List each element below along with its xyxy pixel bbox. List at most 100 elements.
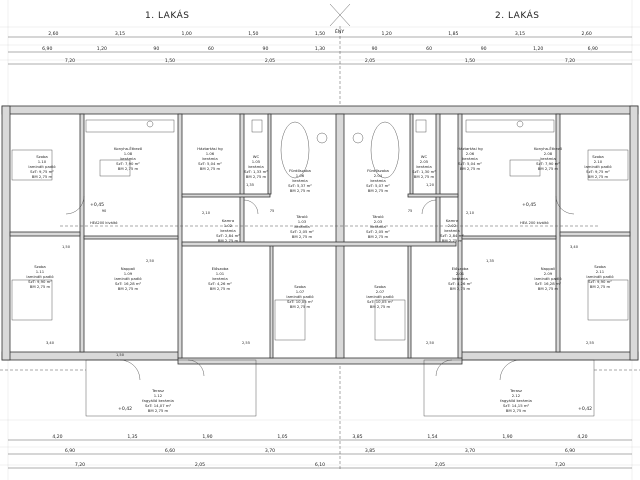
level-label: +0,42	[118, 406, 132, 412]
room-area: SzT: 1,30 m²	[412, 169, 436, 174]
room-name: WC	[253, 154, 260, 159]
room-floor: laminált padló	[366, 294, 394, 299]
bathroom-fixtures	[251, 119, 427, 179]
door-swings	[65, 195, 575, 381]
dimension-label: 3,85	[365, 448, 375, 454]
room-h: BM 2,75 m	[460, 166, 481, 171]
room-h: BM 2,75 m	[292, 234, 313, 239]
room-area: SzT: 5,04 m²	[198, 161, 222, 166]
dimension-label: 6,60	[165, 448, 175, 454]
room-num: 2.08	[544, 151, 553, 156]
room-h: BM 2,75 m	[368, 234, 389, 239]
room-h: BM 2,75 m	[148, 408, 169, 413]
room-name: Szoba	[36, 154, 47, 159]
room-h: BM 2,75 m	[210, 286, 231, 291]
room-floor: kerámia	[462, 156, 477, 161]
kitchen-fixtures	[85, 119, 555, 177]
apartment-1-title: 1. LAKÁS	[145, 9, 189, 21]
room-h: BM 2,75 m	[590, 284, 611, 289]
small-dimension-label: 1,50	[62, 245, 71, 249]
level-label: +0,45	[90, 202, 104, 208]
room-area: SzT: 7,90 m²	[116, 161, 140, 166]
room-num: 1.12	[154, 393, 163, 398]
room-num: 1.09	[124, 271, 133, 276]
room-num: 1.10	[38, 159, 47, 164]
dimension-label: 1,85	[448, 31, 458, 37]
room-area: SzT: 5,04 m²	[458, 161, 482, 166]
small-dimension-label: 1,35	[486, 259, 494, 263]
room-num: 1.08	[124, 151, 133, 156]
room-area: SzT: 4,26 m²	[448, 281, 472, 286]
room-floor: laminált padló	[28, 164, 56, 169]
dimension-label: 3,70	[465, 448, 475, 454]
room-num: 2.05	[420, 159, 429, 164]
room-num: 2.10	[594, 159, 603, 164]
dimension-label: 60	[426, 46, 432, 52]
dimension-label: 60	[208, 46, 214, 52]
dimension-label: 1,54	[427, 434, 437, 440]
dimension-label: 1,20	[97, 46, 107, 52]
room-name: WC	[421, 154, 428, 159]
room-name: Kamra	[222, 218, 234, 223]
room-num: 2.01	[456, 271, 465, 276]
level-label: +0,42	[578, 406, 592, 412]
room-num: 1.02	[224, 223, 233, 228]
beam-label-right: HEA 200 kiváltó	[520, 221, 549, 225]
room-name: Szoba	[374, 284, 385, 289]
small-dimension-label: 2,55	[586, 341, 594, 345]
room-floor: kerámia	[370, 224, 385, 229]
dimension-label: 2,60	[48, 31, 58, 37]
dimension-label: 90	[481, 46, 487, 52]
dimension-label: 7,20	[555, 462, 565, 468]
room-num: 1.06	[296, 173, 305, 178]
room-h: BM 2,75 m	[588, 174, 609, 179]
room-name: Konyha-Étkező	[534, 146, 563, 151]
dimension-label: 1,50	[165, 58, 175, 64]
room-area: SzT: 14,07 m²	[145, 403, 172, 408]
dimension-label: 1,20	[382, 31, 392, 37]
room-num: 1.06	[206, 151, 215, 156]
dimension-label: 90	[263, 46, 269, 52]
room-num: 1.07	[296, 289, 305, 294]
room-h: BM 2,75 m	[538, 166, 559, 171]
room-area: SzT: 2,84 m²	[216, 233, 240, 238]
room-area: SzT: 2,05 m²	[366, 229, 390, 234]
axis-label: ÉNY	[335, 27, 344, 35]
room-num: 1.03	[298, 219, 307, 224]
room-num: 2.03	[374, 219, 383, 224]
room-h: BM 2,75 m	[370, 304, 391, 309]
room-h: BM 2,75 m	[290, 188, 311, 193]
room-name: Háztartási hg	[197, 146, 223, 151]
dimension-label: 1,30	[315, 46, 325, 52]
room-name: Szoba	[34, 264, 45, 269]
room-area: SzT: 5,37 m²	[288, 183, 312, 188]
room-h: BM 2,75 m	[506, 408, 527, 413]
room-floor: kerámia	[120, 156, 135, 161]
dimension-label: 6,10	[315, 462, 325, 468]
room-floor: kerámia	[202, 156, 217, 161]
room-h: BM 2,75 m	[368, 188, 389, 193]
room-h: BM 2,75 m	[290, 304, 311, 309]
room-floor: kerámia	[248, 164, 263, 169]
room-floor: laminált padló	[586, 274, 614, 279]
level-label: +0,45	[522, 202, 536, 208]
dimension-label: 4,20	[52, 434, 62, 440]
dimension-label: 3,70	[265, 448, 275, 454]
room-name: Előszoba	[212, 266, 229, 271]
small-dimension-label: 2,50	[146, 259, 155, 263]
dimension-label: 90	[153, 46, 159, 52]
room-area: SzT: 14,15 m²	[503, 403, 530, 408]
room-area: SzT: 9,90 m²	[28, 279, 52, 284]
